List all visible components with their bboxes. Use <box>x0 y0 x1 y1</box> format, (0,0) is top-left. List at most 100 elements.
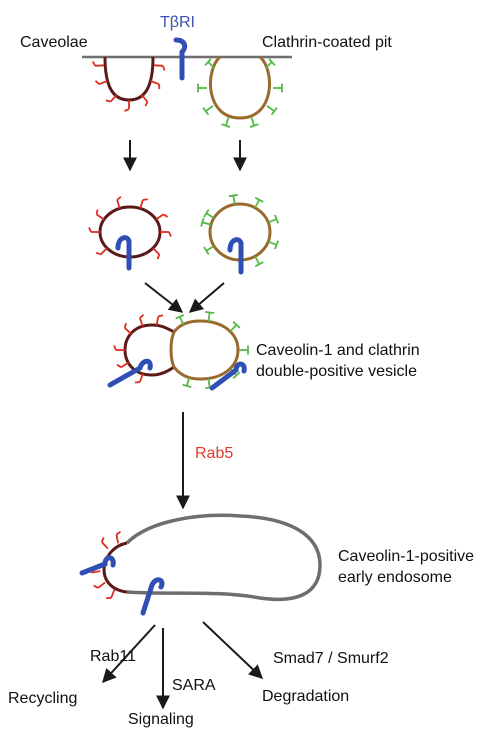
clathrin-lobe-outline <box>169 319 240 381</box>
caveolin-tick-stem <box>100 247 108 256</box>
caveolin-tick-prong <box>94 80 100 85</box>
caveolin-tick-stem <box>96 213 105 221</box>
receptor-in-fused-vesicle-left <box>107 358 153 388</box>
clathrin-coat <box>175 311 249 389</box>
receptor-in-clathrin-vesicle <box>227 237 244 275</box>
clathrin-tick-stem <box>178 316 185 326</box>
caveolin-tick-prong <box>95 251 101 256</box>
clathrin-tick-cap <box>249 123 259 128</box>
caveolin-tick-stem <box>109 94 118 103</box>
caveolin-tick-stem <box>139 317 144 327</box>
rab5-label: Rab5 <box>195 445 234 462</box>
clathrin-tick-stem <box>207 312 211 322</box>
clathrin-tick-stem <box>267 240 277 246</box>
clathrin-coated-pit <box>197 55 283 128</box>
caveolar-vesicle <box>88 195 172 271</box>
caveolin-tick-prong <box>116 363 122 369</box>
caveolin-tick-prong <box>92 61 96 67</box>
clathrin-tick-stem <box>266 105 275 112</box>
caveolin-tick-prong <box>116 195 122 201</box>
early-endosome-label-line2: early endosome <box>338 569 452 586</box>
double-positive-vesicle-label-line1: Caveolin-1 and clathrin <box>256 342 420 359</box>
clathrin-tick-stem <box>254 255 261 265</box>
clathrin-coat <box>200 193 280 268</box>
caveolin-tick-prong <box>95 209 99 215</box>
receptor-in-fused-vesicle-right <box>209 361 247 391</box>
clathrin-coat <box>197 58 283 128</box>
early-endosome-label-line1: Caveolin-1-positive <box>338 548 475 565</box>
caveolin-tick-prong <box>144 101 149 107</box>
caveolin-1-coat <box>88 530 122 600</box>
caveolin-tick-prong <box>157 314 164 318</box>
early-endosome <box>79 513 322 616</box>
clathrin-tick-stem <box>186 377 191 387</box>
clathrin-tick-stem <box>207 61 216 69</box>
double-positive-vesicle-label-line2: double-positive vesicle <box>256 363 417 380</box>
caveolin-tick-prong <box>93 584 99 589</box>
caveolin-tick-stem <box>140 94 149 103</box>
clathrin-tick-cap <box>232 371 241 379</box>
arrow-degradation <box>202 621 264 679</box>
caveolin-1-coat <box>88 195 172 260</box>
clathrin-tick-stem <box>264 61 273 69</box>
caveolin-tick-stem <box>139 199 144 209</box>
caveolin-tick-prong <box>162 213 169 218</box>
recycling-label: Recycling <box>8 690 78 707</box>
caveolin-tick-stem <box>101 541 109 550</box>
clathrin-tick-cap <box>204 58 212 67</box>
caveolin-tick-prong <box>124 108 130 112</box>
clathrin-tick-cap <box>274 240 280 250</box>
caveolin-tick-stem <box>91 570 101 574</box>
clathrin-vesicle <box>200 193 280 275</box>
arrow-clathrin-to-fusion <box>188 282 225 313</box>
caveolin-tick-prong <box>105 99 111 103</box>
caveolin-tick-prong <box>168 231 172 237</box>
clathrin-tick-stem <box>267 218 277 224</box>
caveolin-tick-prong <box>113 345 117 351</box>
caveolae-label: Caveolae <box>20 34 88 51</box>
caveolin-tick-prong <box>142 198 148 201</box>
clathrin-tick-stem <box>224 116 230 126</box>
receptor-in-endosome-right <box>140 577 165 616</box>
caveolin-tick-stem <box>152 247 160 256</box>
caveolin-tick-stem <box>155 213 164 221</box>
clathrin-tick-cap <box>203 208 210 218</box>
caveolin-tick-stem <box>115 534 120 544</box>
clathrin-tick-stem <box>250 116 256 126</box>
clathrin-tick-cap <box>232 321 241 329</box>
caveolin-tick-stem <box>110 589 116 599</box>
clathrin-coated-pit-label: Clathrin-coated pit <box>262 34 392 51</box>
double-positive-vesicle <box>107 311 249 391</box>
caveolin-tick-prong <box>139 313 145 319</box>
signaling-label: Signaling <box>128 711 194 728</box>
receptor-label: TβRI <box>160 14 195 31</box>
clathrin-tick-cap <box>175 314 185 320</box>
clathrin-tick-cap <box>205 311 215 315</box>
caveolin-tick-stem <box>155 316 160 326</box>
clathrin-tick-cap <box>268 58 276 67</box>
clathrin-tick-cap <box>182 383 192 389</box>
caveolin-tick-stem <box>98 80 108 86</box>
clathrin-tick-cap <box>254 261 264 268</box>
caveolin-tick-stem <box>153 64 163 67</box>
caveolin-tick-stem <box>97 581 106 589</box>
clathrin-tick-stem <box>254 199 261 209</box>
arrow-recycling <box>102 624 156 684</box>
clathrin-tick-stem <box>205 105 214 112</box>
caveolin-tick-prong <box>115 530 122 536</box>
caveolin-tick-stem <box>124 327 132 335</box>
caveolin-tick-prong <box>162 65 166 71</box>
clathrin-tick-stem <box>229 324 238 332</box>
clathrin-tick-cap <box>221 123 231 128</box>
clathrin-tick-cap <box>254 196 264 203</box>
smad-label: Smad7 / Smurf2 <box>273 650 389 667</box>
caveolin-tick-stem <box>150 80 160 86</box>
degradation-label: Degradation <box>262 688 350 705</box>
clathrin-tick-stem <box>205 212 215 219</box>
clathrin-tick-stem <box>207 378 211 388</box>
caveolin-tick-stem <box>120 361 130 369</box>
sara-label: SARA <box>172 677 216 694</box>
clathrin-tick-cap <box>202 107 210 116</box>
caveolin-tick-prong <box>88 227 92 233</box>
